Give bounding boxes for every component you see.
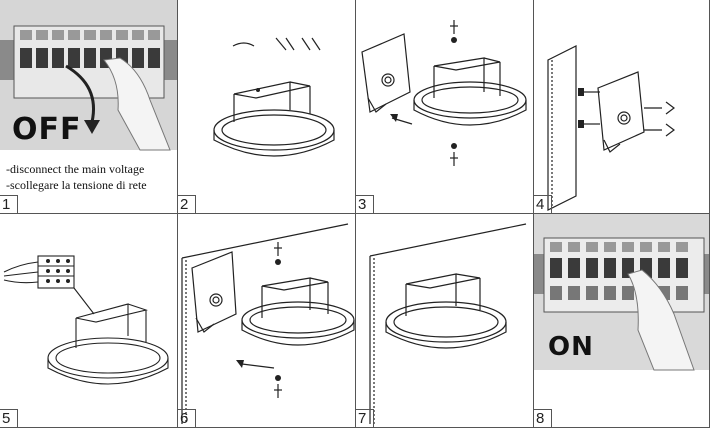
- screw-icon: [275, 259, 281, 265]
- off-label: OFF: [12, 112, 82, 147]
- installed-fixture-illustration: [369, 223, 527, 424]
- breaker-off-illustration: [0, 0, 177, 151]
- wall-plug-icon: [578, 88, 584, 96]
- wiring-connection-illustration: [3, 255, 169, 385]
- panel-step-7: 7: [356, 214, 534, 428]
- screw-icon: [275, 375, 281, 381]
- step-number-box: [178, 195, 196, 213]
- down-arrow-icon: [84, 120, 100, 134]
- arrow-icon: [236, 360, 244, 368]
- step-number-box: [0, 409, 18, 427]
- screw-icon: [451, 37, 457, 43]
- step-number-box: [534, 409, 552, 427]
- panel-step-8: ON 8: [534, 214, 710, 428]
- caption-english: -disconnect the main voltage: [6, 162, 145, 176]
- arrow-icon: [390, 114, 398, 122]
- step-number: 2: [180, 196, 189, 213]
- wall-mount-bracket-illustration: [547, 45, 675, 211]
- wall-plug-icon: [578, 120, 584, 128]
- step-number: 3: [358, 196, 367, 213]
- on-label: ON: [548, 332, 594, 362]
- panel-step-3: 3: [356, 0, 534, 214]
- panel-step-2: 2: [178, 0, 356, 214]
- step-number-box: [0, 195, 18, 213]
- step-number: 8: [536, 410, 545, 427]
- step-number-box: [178, 409, 196, 427]
- panel-step-4: 4: [534, 0, 710, 214]
- fixture-attach-illustration: [181, 223, 355, 424]
- breaker-row: [543, 237, 705, 313]
- caption-italian: -scollegare la tensione di rete: [6, 178, 147, 192]
- breaker-on-illustration: [534, 214, 709, 371]
- step-number: 4: [536, 196, 545, 213]
- screw-icon: [451, 143, 457, 149]
- hand-icon: [103, 57, 171, 151]
- panel-step-5: 5: [0, 214, 178, 428]
- step-number-box: [356, 409, 374, 427]
- panel-step-6: 6: [178, 214, 356, 428]
- hand-icon: [627, 269, 695, 371]
- step-number: 1: [2, 196, 11, 213]
- step-number: 6: [180, 410, 189, 427]
- fixture-with-screws-illustration: [213, 37, 335, 157]
- panel-step-1: OFF -disconnect the main voltage -scolle…: [0, 0, 178, 214]
- step-number-box: [356, 195, 374, 213]
- step-number-box: [534, 195, 552, 213]
- step-number: 5: [2, 410, 11, 427]
- step-number: 7: [358, 410, 367, 427]
- bracket-detach-illustration: [361, 20, 527, 166]
